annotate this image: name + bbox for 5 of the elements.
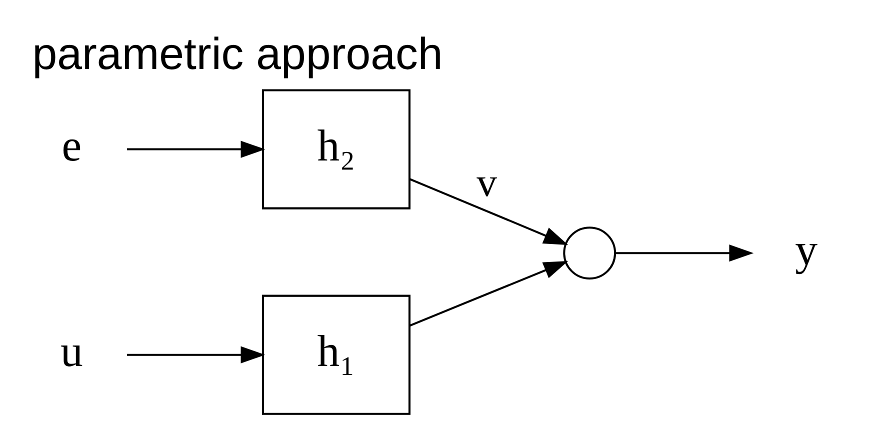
- node-text: u: [60, 326, 83, 376]
- diagram-title: parametric approach: [32, 29, 443, 80]
- node-text: e: [62, 120, 82, 171]
- node-text: y: [795, 224, 818, 274]
- edge-label: v: [476, 160, 497, 206]
